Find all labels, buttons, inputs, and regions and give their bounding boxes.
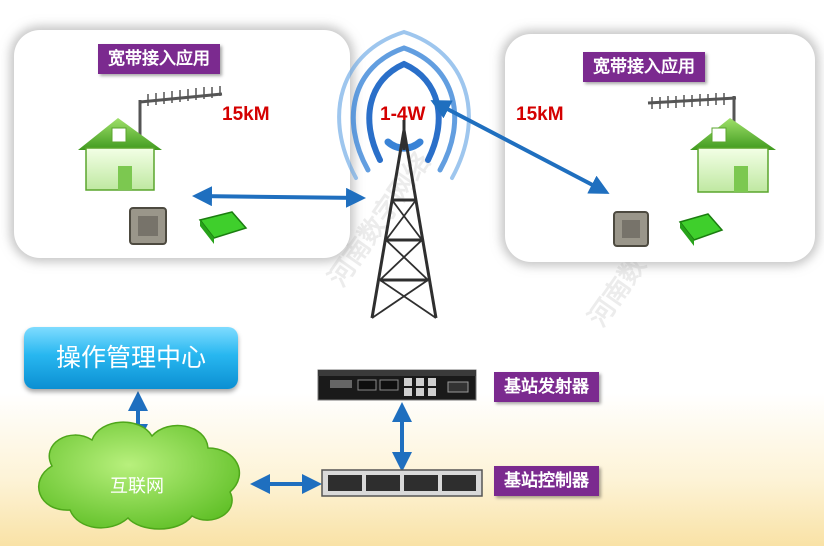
right-panel-title: 宽带接入应用 (583, 52, 705, 82)
management-center-label: 操作管理中心 (55, 343, 206, 372)
base-station-transmitter-icon (317, 369, 477, 401)
transmission-tower-icon (370, 120, 438, 319)
left-yagi-antenna-icon (138, 86, 223, 138)
wireless-link-left-arrow (192, 186, 366, 208)
left-house-icon (78, 118, 162, 191)
transmitter-label: 基站发射器 (494, 372, 599, 402)
left-panel-title: 宽带接入应用 (98, 44, 220, 74)
base-station-controller-icon (321, 469, 483, 497)
right-panel-antenna-icon (613, 211, 649, 247)
right-house-icon (690, 118, 776, 193)
left-distance-label: 15kM (222, 104, 270, 125)
management-center-box: 操作管理中心 (24, 327, 238, 389)
power-label: 1-4W (380, 104, 426, 125)
controller-label: 基站控制器 (494, 466, 599, 496)
left-panel-antenna-icon (129, 207, 167, 245)
right-distance-label: 15kM (516, 104, 564, 125)
internet-cloud-icon (38, 421, 241, 530)
right-yagi-antenna-icon (647, 93, 737, 128)
wireless-link-right-arrow (430, 100, 610, 194)
right-green-cpe-icon (678, 213, 724, 246)
internet-label: 互联网 (110, 476, 164, 497)
left-green-cpe-icon (198, 211, 248, 244)
